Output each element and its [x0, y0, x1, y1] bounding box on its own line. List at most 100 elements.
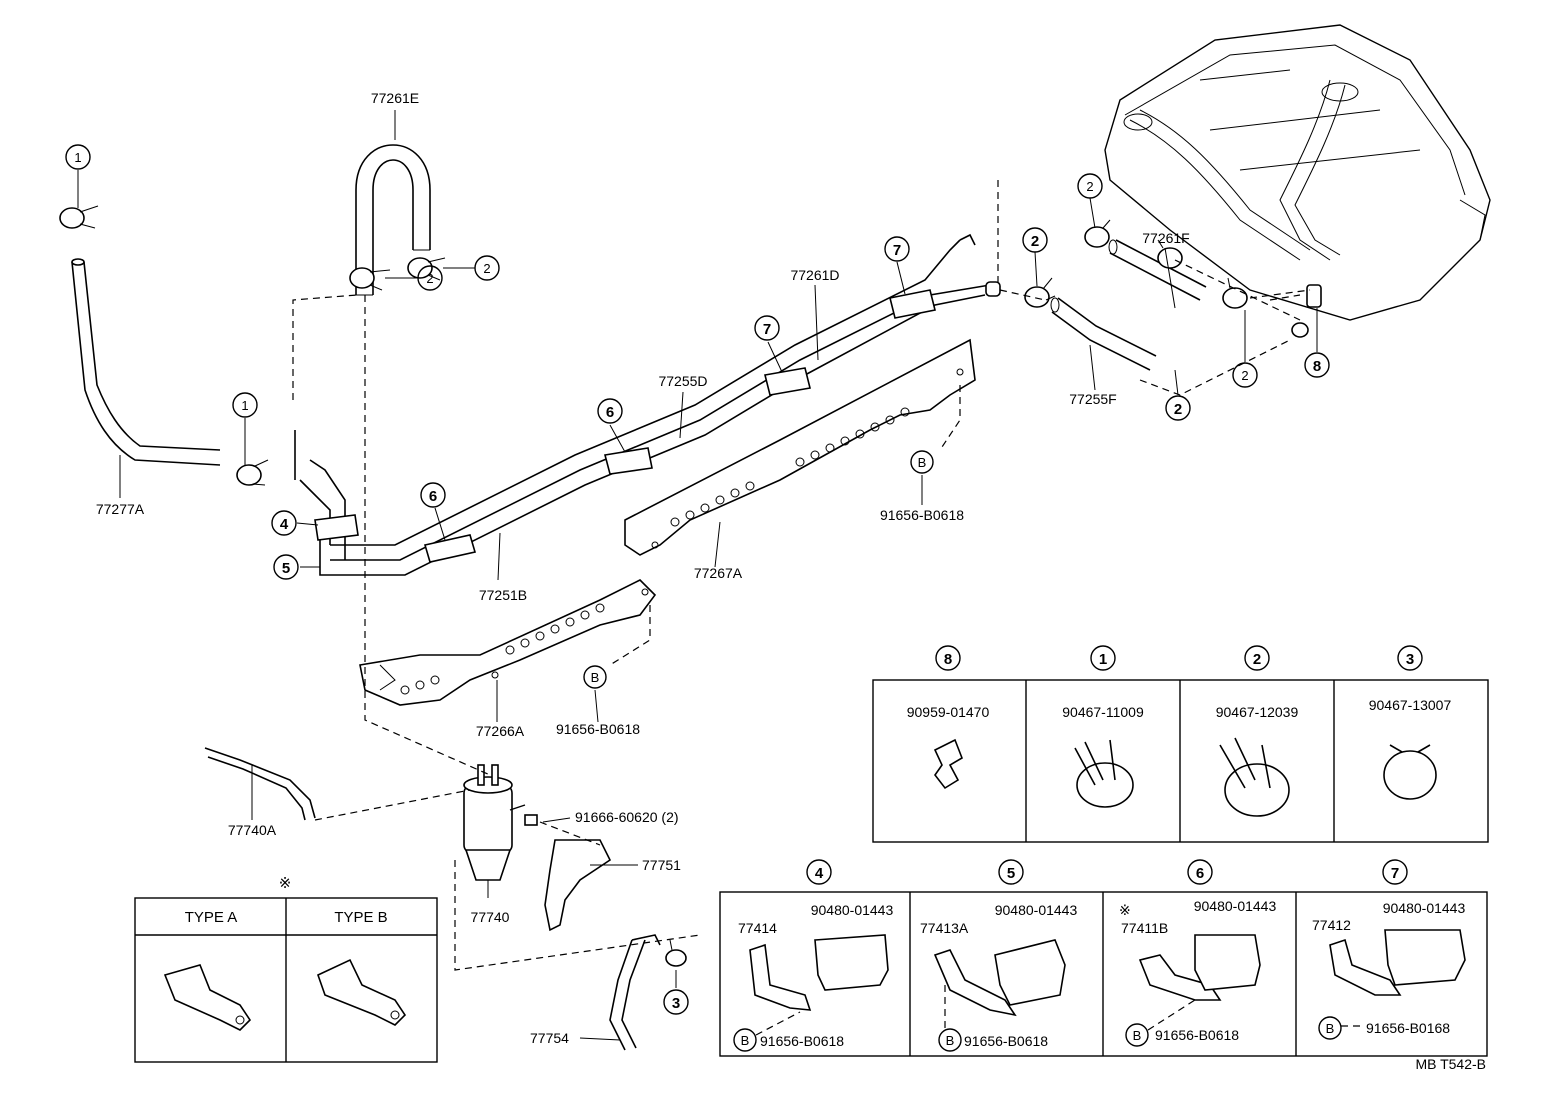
svg-text:90467-13007: 90467-13007 — [1369, 697, 1452, 713]
callout-2-a: 2 — [474, 255, 500, 281]
svg-text:4: 4 — [815, 865, 824, 882]
svg-text:B: B — [741, 1033, 750, 1048]
clip-col-6: 6 ※ 77411B 90480-01443 B 91656-B0618 — [1119, 859, 1277, 1047]
svg-text:6: 6 — [429, 488, 437, 505]
callout-2-d: 2 — [1077, 173, 1103, 199]
callout-4: 4 — [271, 510, 297, 536]
svg-text:B: B — [946, 1033, 955, 1048]
svg-text:※: ※ — [1119, 902, 1131, 918]
label-77261D: 77261D — [790, 267, 839, 283]
callout-8: 8 — [1304, 352, 1330, 378]
label-77255F: 77255F — [1069, 391, 1116, 407]
callout-6-b: 6 — [597, 398, 623, 424]
line-tape-clips — [314, 289, 936, 563]
callout-1-inlet: 1 — [232, 392, 258, 418]
svg-text:1: 1 — [1099, 651, 1107, 668]
clamp-col-2: 2 90467-12039 — [1216, 645, 1299, 817]
bracket-77267A — [624, 338, 976, 556]
hose-77255F — [1050, 297, 1157, 371]
label-77261F: 77261F — [1142, 230, 1189, 246]
svg-text:77414: 77414 — [738, 920, 777, 936]
svg-text:8: 8 — [1313, 358, 1321, 375]
label-77255D: 77255D — [658, 373, 707, 389]
label-77251B: 77251B — [479, 587, 527, 603]
svg-text:2: 2 — [1031, 233, 1039, 250]
label-bolt-lower: 91656-B0618 — [556, 721, 640, 737]
type-a-header: TYPE A — [185, 909, 238, 926]
svg-text:90480-01443: 90480-01443 — [1383, 900, 1466, 916]
hose-77277A — [71, 258, 221, 466]
svg-text:7: 7 — [1391, 865, 1399, 882]
svg-text:B: B — [591, 670, 600, 685]
vacuum-valve-77740 — [463, 764, 538, 881]
fuel-tank — [1104, 24, 1491, 321]
callout-2-b: 2 — [417, 265, 443, 291]
svg-text:8: 8 — [944, 651, 952, 668]
svg-text:B: B — [1133, 1028, 1142, 1043]
svg-text:1: 1 — [74, 150, 81, 165]
svg-text:77412: 77412 — [1312, 917, 1351, 933]
svg-text:2: 2 — [426, 271, 433, 286]
clamp-reference-table: 8 90959-01470 1 90467-11009 2 90467-1203… — [872, 645, 1489, 843]
label-77740A: 77740A — [228, 822, 277, 838]
clamp-col-8: 8 90959-01470 — [907, 645, 990, 790]
svg-text:6: 6 — [606, 404, 614, 421]
clamp-col-1: 1 90467-11009 — [1062, 645, 1144, 808]
callout-5: 5 — [273, 554, 299, 580]
callout-b-upper: B — [910, 450, 934, 474]
label-77277A: 77277A — [96, 501, 145, 517]
callout-1-filler: 1 — [65, 144, 91, 170]
pipe-77754 — [609, 934, 661, 1051]
callout-2-f: 2 — [1165, 395, 1191, 421]
svg-text:7: 7 — [763, 321, 771, 338]
svg-text:77413A: 77413A — [920, 920, 969, 936]
label-77261E: 77261E — [371, 90, 419, 106]
svg-text:91656-B0168: 91656-B0168 — [1366, 1020, 1450, 1036]
svg-text:90467-12039: 90467-12039 — [1216, 704, 1299, 720]
svg-text:※: ※ — [279, 875, 292, 892]
svg-text:90480-01443: 90480-01443 — [1194, 898, 1277, 914]
svg-text:2: 2 — [1174, 401, 1182, 418]
part-labels: 77261E 77277A 77261D 77255D 77251B 77267… — [96, 90, 1486, 1072]
label-77266A: 77266A — [476, 723, 525, 739]
label-77740: 77740 — [471, 909, 510, 925]
svg-text:2: 2 — [1253, 651, 1261, 668]
svg-text:5: 5 — [1007, 865, 1015, 882]
type-b-bracket — [317, 958, 407, 1026]
svg-text:3: 3 — [672, 995, 680, 1012]
type-a-bracket — [163, 964, 252, 1031]
svg-text:2: 2 — [1086, 179, 1093, 194]
callout-circles: 1 1 2 2 2 2 2 2 3 4 5 6 6 7 7 8 B B — [65, 144, 1330, 1015]
hose-77261F — [1108, 239, 1207, 301]
svg-text:91656-B0618: 91656-B0618 — [964, 1033, 1048, 1049]
svg-text:2: 2 — [483, 261, 490, 276]
callout-b-lower: B — [583, 665, 607, 689]
tube-77740A — [204, 747, 316, 821]
svg-text:90959-01470: 90959-01470 — [907, 704, 990, 720]
svg-text:90467-11009: 90467-11009 — [1062, 704, 1144, 720]
diagram-code: MB T542-B — [1415, 1056, 1486, 1072]
svg-text:2: 2 — [1241, 368, 1248, 383]
label-screw: 91666-60620 (2) — [575, 809, 679, 825]
svg-text:6: 6 — [1196, 865, 1204, 882]
bracket-77751 — [544, 839, 612, 932]
callout-7-a: 7 — [754, 315, 780, 341]
bracket-77266A — [359, 579, 657, 706]
svg-text:90480-01443: 90480-01443 — [811, 902, 894, 918]
clip-reference-table: 4 77414 90480-01443 B 91656-B0618 5 7741… — [719, 859, 1488, 1057]
callout-7-b: 7 — [884, 236, 910, 262]
leader-lines — [77, 110, 1318, 1041]
svg-text:3: 3 — [1406, 651, 1414, 668]
svg-text:4: 4 — [280, 516, 289, 533]
svg-text:5: 5 — [282, 560, 290, 577]
type-table: ※ TYPE A TYPE B — [134, 875, 438, 1063]
label-77267A: 77267A — [694, 565, 743, 581]
clip-col-7: 7 77412 90480-01443 B 91656-B0168 — [1312, 859, 1466, 1040]
clip-col-5: 5 77413A 90480-01443 B 91656-B0618 — [920, 859, 1078, 1052]
svg-text:7: 7 — [893, 242, 901, 259]
callout-6-a: 6 — [420, 482, 446, 508]
svg-text:90480-01443: 90480-01443 — [995, 902, 1078, 918]
type-b-header: TYPE B — [334, 909, 387, 926]
svg-text:B: B — [918, 455, 927, 470]
